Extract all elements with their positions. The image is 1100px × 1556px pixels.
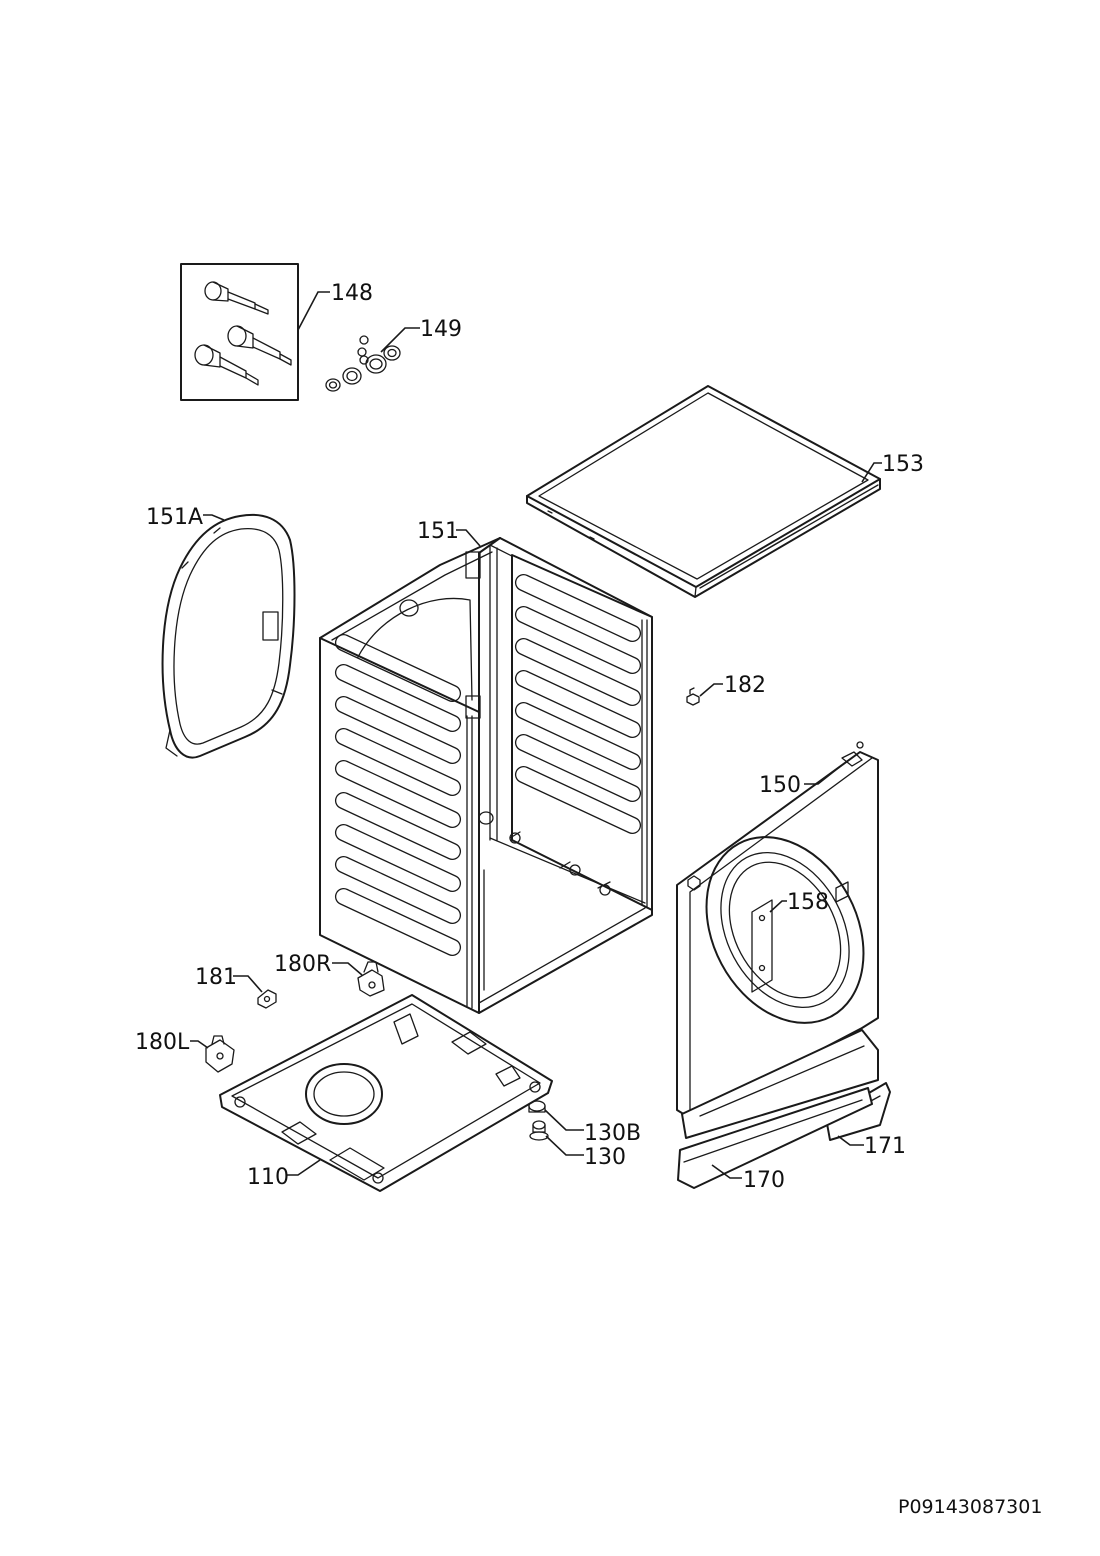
callout-149: 149: [380, 317, 462, 353]
label-130b: 130B: [584, 1121, 641, 1146]
label-130: 130: [584, 1145, 626, 1170]
label-150: 150: [759, 773, 801, 798]
callout-170: 170: [711, 1164, 785, 1193]
label-151a: 151A: [146, 505, 203, 530]
clip-182: [686, 687, 700, 706]
callout-171: 171: [837, 1134, 906, 1159]
label-158: 158: [787, 890, 829, 915]
callout-158: 158: [769, 890, 829, 915]
callout-153: 153: [861, 452, 924, 483]
adjustable-foot-130: [529, 1120, 549, 1141]
callout-130b: 130B: [544, 1109, 641, 1146]
label-151: 151: [417, 519, 459, 544]
base-tray: [219, 994, 553, 1192]
rear-frame-seal: [161, 513, 296, 759]
label-149: 149: [420, 317, 462, 342]
callout-130: 130: [545, 1135, 626, 1170]
label-180l: 180L: [135, 1030, 190, 1055]
adjustable-foot-130b: [528, 1100, 546, 1113]
foot-bracket-right: [357, 961, 385, 997]
callout-182: 182: [699, 673, 766, 698]
label-153: 153: [882, 452, 924, 477]
foot-bracket-left: [205, 1035, 235, 1073]
callout-150: 150: [759, 764, 843, 798]
label-180r: 180R: [274, 952, 331, 977]
label-171: 171: [864, 1134, 906, 1159]
cabinet-body: [319, 537, 653, 1014]
callout-180l: 180L: [135, 1030, 209, 1055]
label-170: 170: [743, 1168, 785, 1193]
hole-caps: [325, 335, 401, 392]
callout-180r: 180R: [274, 952, 363, 977]
kickplate-170: [677, 1087, 873, 1189]
callout-151: 151: [417, 519, 481, 547]
front-panel: [676, 741, 879, 1119]
document-id: P09143087301: [898, 1496, 1042, 1518]
label-182: 182: [724, 673, 766, 698]
door-hinge-plate: [751, 899, 773, 993]
label-181: 181: [195, 965, 237, 990]
callout-148: 148: [297, 281, 373, 331]
callout-110: 110: [247, 1159, 321, 1190]
callout-181: 181: [195, 965, 263, 993]
callout-151a: 151A: [146, 505, 225, 530]
top-cover: [526, 385, 881, 598]
clip-181: [257, 989, 277, 1009]
label-148: 148: [331, 281, 373, 306]
label-110: 110: [247, 1165, 289, 1190]
plinth-strip: [681, 1029, 879, 1139]
transit-bolts-box: [180, 263, 299, 401]
